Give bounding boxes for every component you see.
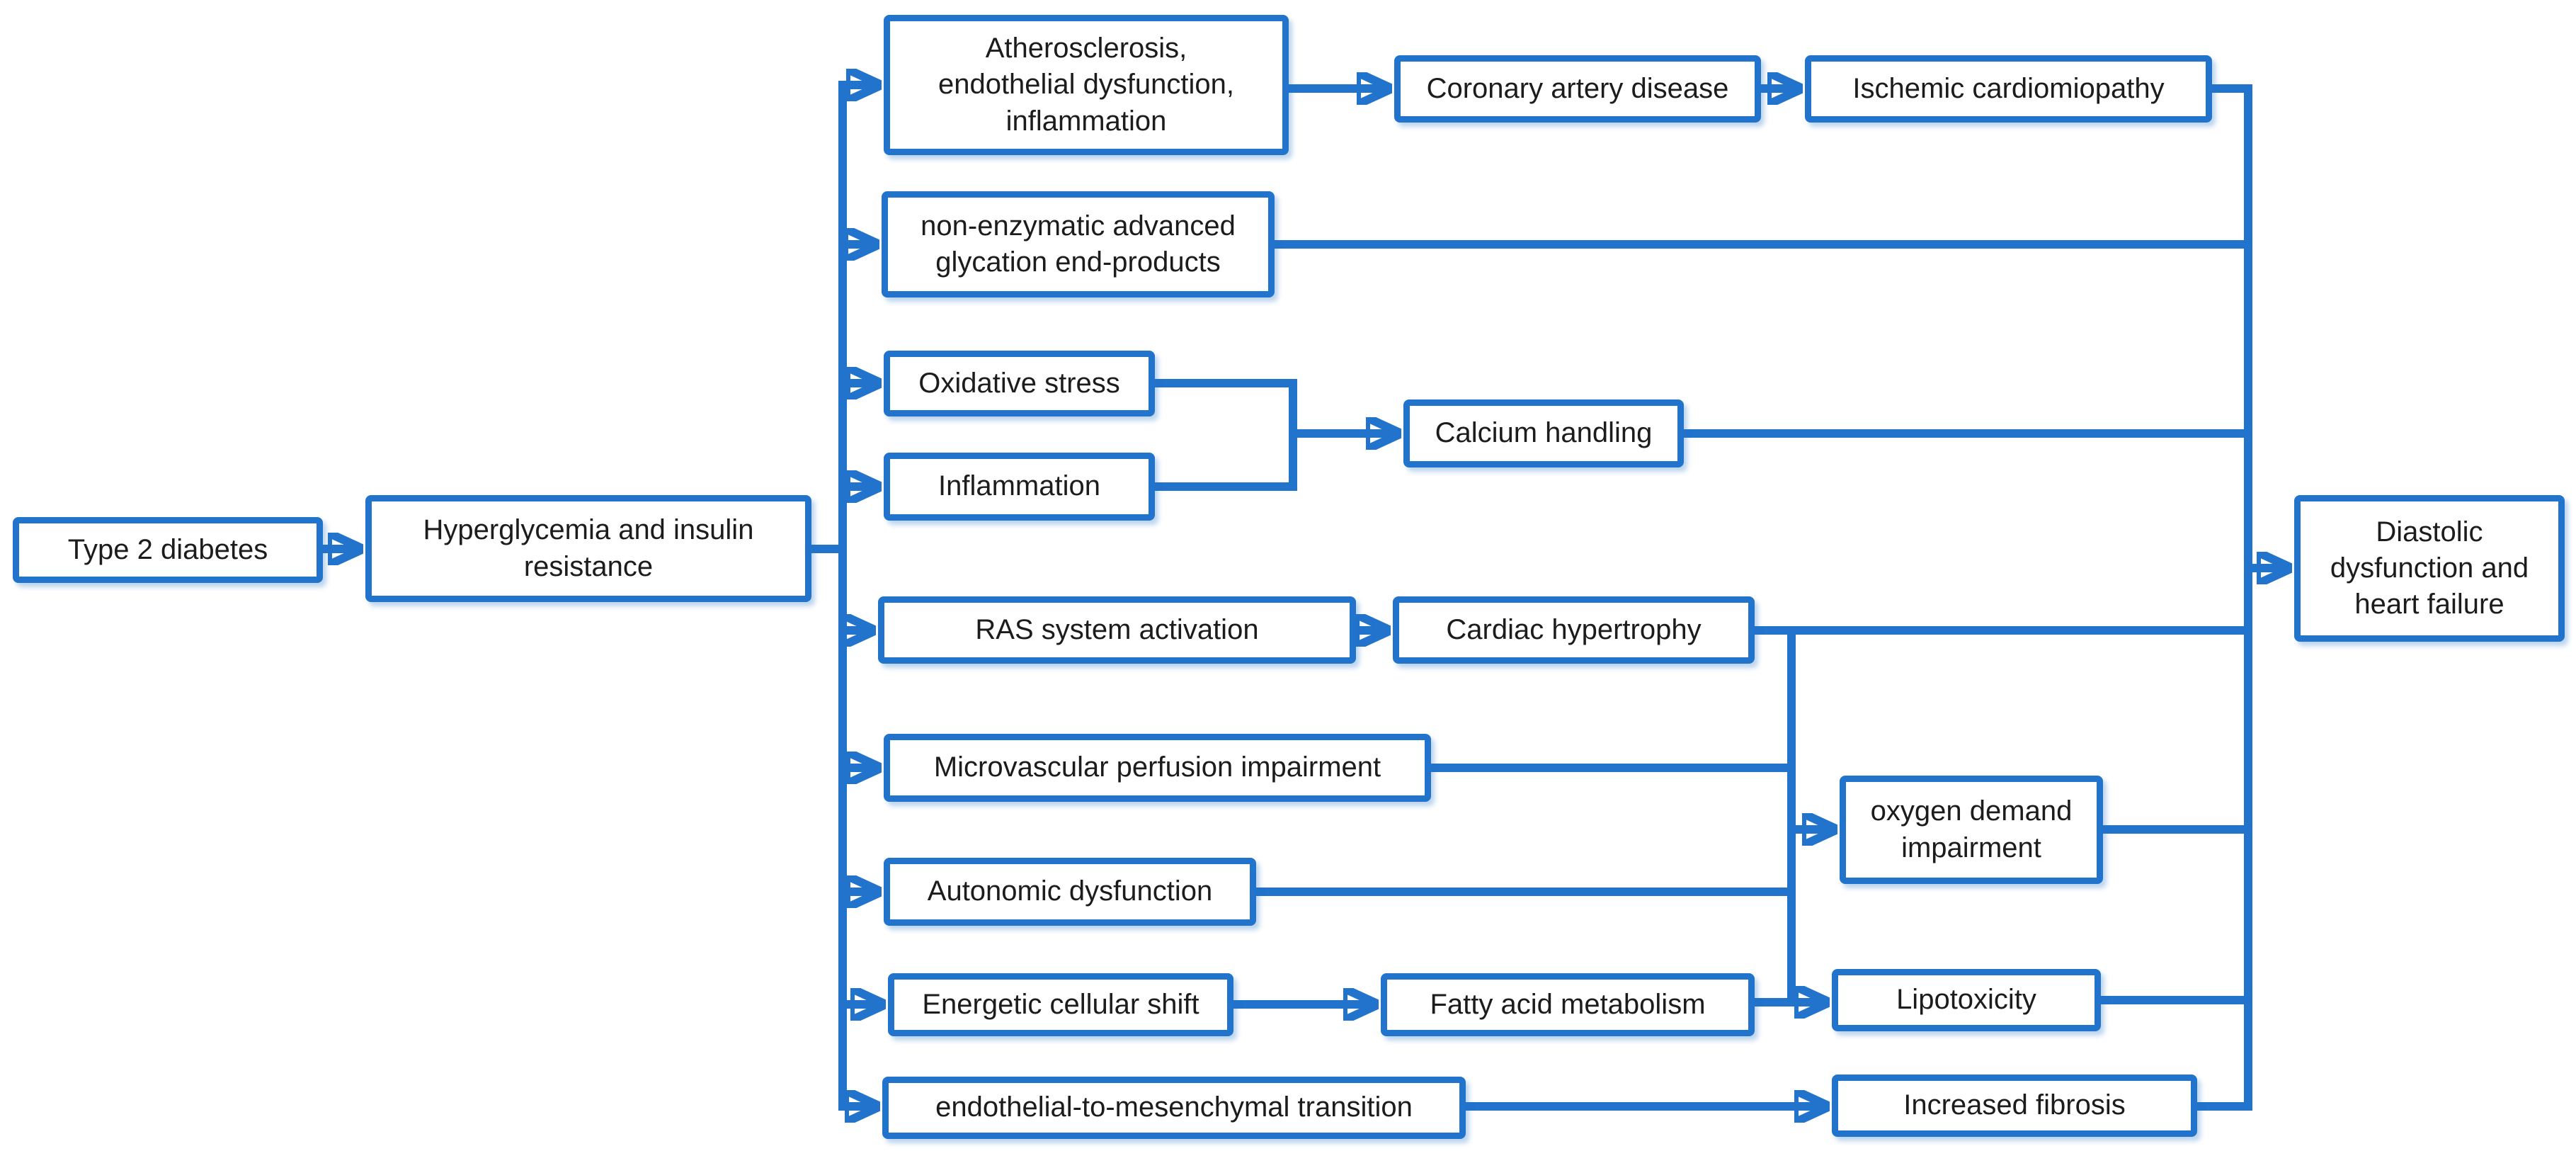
node-label: Ischemic cardiomiopathy — [1852, 72, 2165, 104]
node-label: Atherosclerosis, endothelial dysfunction… — [937, 33, 1235, 137]
node-label: Hyperglycemia and insulin resistance — [423, 514, 754, 582]
node-label: Increased fibrosis — [1903, 1089, 2126, 1121]
node-cardiac-hypertrophy: Cardiac hypertrophy — [1393, 596, 1755, 664]
node-fatty-acid-metabolism: Fatty acid metabolism — [1381, 973, 1755, 1036]
node-label: RAS system activation — [975, 613, 1259, 645]
node-endothelial-mesenchymal: endothelial-to-mesenchymal transition — [882, 1077, 1466, 1139]
node-calcium-handling: Calcium handling — [1403, 399, 1684, 467]
node-glycation-end-products: non-enzymatic advanced glycation end-pro… — [882, 191, 1275, 297]
node-hyperglycemia-insulin: Hyperglycemia and insulin resistance — [365, 495, 811, 602]
node-label: Microvascular perfusion impairment — [933, 752, 1381, 783]
node-microvascular-perfusion: Microvascular perfusion impairment — [884, 734, 1431, 802]
node-label: Fatty acid metabolism — [1430, 988, 1706, 1020]
node-oxygen-demand-impairment: oxygen demand impairment — [1840, 776, 2103, 884]
node-type-2-diabetes: Type 2 diabetes — [13, 517, 323, 583]
node-ras-system-activation: RAS system activation — [878, 596, 1356, 664]
node-atherosclerosis: Atherosclerosis, endothelial dysfunction… — [884, 15, 1289, 155]
node-label: oxygen demand impairment — [1870, 795, 2073, 863]
node-label: Cardiac hypertrophy — [1446, 613, 1702, 645]
node-diastolic-dysfunction: Diastolic dysfunction and heart failure — [2294, 495, 2565, 642]
node-inflammation: Inflammation — [884, 453, 1155, 521]
node-label: Inflammation — [938, 470, 1100, 502]
node-label: Coronary artery disease — [1426, 72, 1729, 104]
node-label: Diastolic dysfunction and heart failure — [2330, 516, 2529, 620]
node-increased-fibrosis: Increased fibrosis — [1832, 1075, 2197, 1137]
node-label: Energetic cellular shift — [922, 988, 1199, 1020]
node-label: non-enzymatic advanced glycation end-pro… — [921, 210, 1236, 278]
node-label: Autonomic dysfunction — [927, 875, 1213, 907]
node-energetic-cellular-shift: Energetic cellular shift — [888, 973, 1233, 1036]
node-lipotoxicity: Lipotoxicity — [1832, 969, 2101, 1031]
node-oxidative-stress: Oxidative stress — [884, 351, 1155, 416]
node-autonomic-dysfunction: Autonomic dysfunction — [884, 858, 1256, 926]
node-label: Lipotoxicity — [1896, 984, 2036, 1016]
node-label: Oxidative stress — [918, 367, 1120, 399]
node-ischemic-cardiomiopathy: Ischemic cardiomiopathy — [1805, 55, 2212, 123]
node-label: Type 2 diabetes — [67, 533, 268, 565]
node-label: endothelial-to-mesenchymal transition — [935, 1092, 1413, 1123]
node-label: Calcium handling — [1435, 417, 1653, 449]
node-coronary-artery-disease: Coronary artery disease — [1394, 55, 1761, 123]
